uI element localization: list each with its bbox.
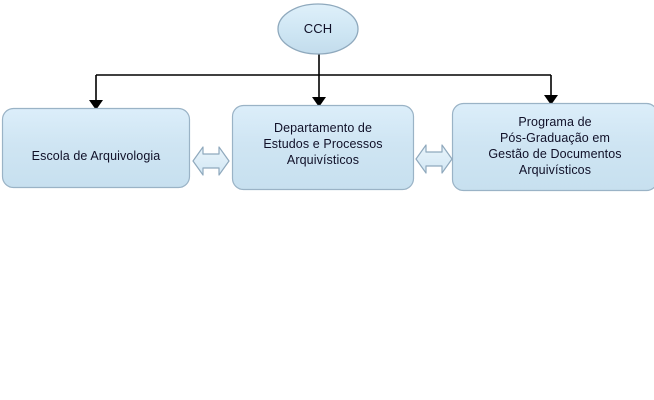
node-cch-shape[interactable] — [277, 3, 359, 55]
double-arrow-escola-departamento[interactable] — [192, 146, 230, 176]
double-arrow-departamento-programa[interactable] — [415, 144, 453, 174]
arrowhead-to-departamento — [312, 97, 326, 107]
arrowhead-to-escola-de-arquivologia — [89, 100, 103, 110]
node-departamento-shape[interactable] — [231, 104, 415, 191]
node-programa-shape[interactable] — [451, 102, 654, 192]
arrowhead-to-programa — [544, 95, 558, 105]
tree-connector-lines — [95, 54, 552, 100]
node-escola-de-arquivologia-shape[interactable] — [1, 107, 191, 189]
